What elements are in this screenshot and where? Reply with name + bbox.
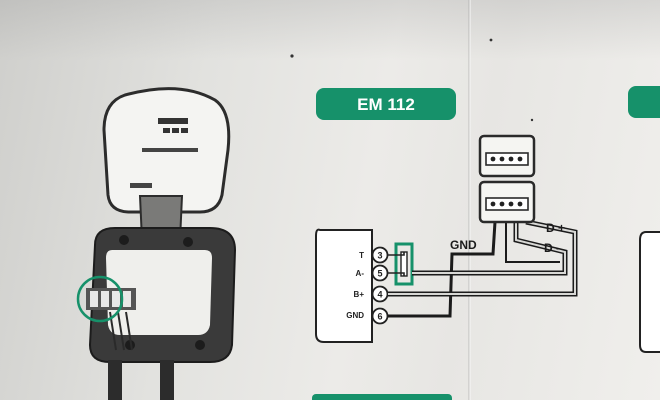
- stand-leg: [160, 360, 174, 400]
- base-panel: [106, 250, 212, 335]
- wires: [388, 219, 578, 318]
- terminal-number-3: 3: [377, 251, 382, 261]
- resistor-leads: [388, 252, 405, 276]
- lid-slot: [158, 118, 188, 124]
- badge-background: [316, 88, 456, 120]
- terminal-4: [371, 285, 389, 303]
- paper-speck: [489, 38, 493, 42]
- terminal-label-b: B+: [354, 290, 365, 299]
- screw: [119, 235, 129, 245]
- terminal-slot: [123, 291, 131, 307]
- screw: [183, 237, 193, 247]
- lid-bar: [130, 183, 152, 188]
- a-minus-wire-core: [412, 222, 566, 274]
- highlight-circle: [76, 275, 124, 323]
- terminal-label-gnd: GND: [346, 311, 364, 320]
- lid-dot: [163, 128, 170, 133]
- paper-speck: [530, 118, 534, 122]
- bottom-badge-edge: [312, 394, 452, 400]
- terminal-label-a: A-: [356, 269, 365, 278]
- inner-lead: [505, 222, 560, 263]
- terminal-3: [371, 246, 389, 264]
- screw: [195, 340, 205, 350]
- paper-speck: [290, 54, 294, 58]
- termination-resistor: [394, 242, 414, 286]
- terminal-number-4: 4: [377, 290, 382, 300]
- gnd-wire: [388, 221, 497, 318]
- top-shadow: [0, 0, 660, 60]
- next-badge: [628, 86, 660, 118]
- second-meter-body: [639, 231, 660, 353]
- terminal-number-5: 5: [377, 269, 382, 279]
- lid-dot: [172, 128, 179, 133]
- terminal-label-t: T: [359, 251, 364, 260]
- d-minus-label: D -: [544, 241, 560, 255]
- d-plus-label: D +: [546, 221, 565, 235]
- connector-upper: [478, 134, 536, 178]
- terminal-5: [371, 264, 389, 282]
- lid-dot: [181, 128, 188, 133]
- b-plus-wire-core: [388, 221, 576, 295]
- terminal-slot: [112, 291, 120, 307]
- em112-badge: EM 112: [316, 88, 456, 120]
- a-minus-wire: [412, 222, 568, 276]
- meter-body: [315, 228, 373, 343]
- gnd-wire-label: GND: [450, 238, 477, 252]
- terminal-slot: [101, 291, 109, 307]
- charger-illustration: [76, 87, 237, 400]
- meter-box: [315, 228, 373, 343]
- lid-bar: [142, 148, 198, 152]
- badge-label: EM 112: [357, 95, 415, 114]
- paper-fold: [468, 0, 471, 400]
- terminal-6: [371, 307, 389, 325]
- stand-leg: [108, 360, 122, 400]
- connector-lower: [478, 180, 536, 224]
- terminal-slot: [90, 291, 98, 307]
- terminal-number-6: 6: [377, 312, 382, 322]
